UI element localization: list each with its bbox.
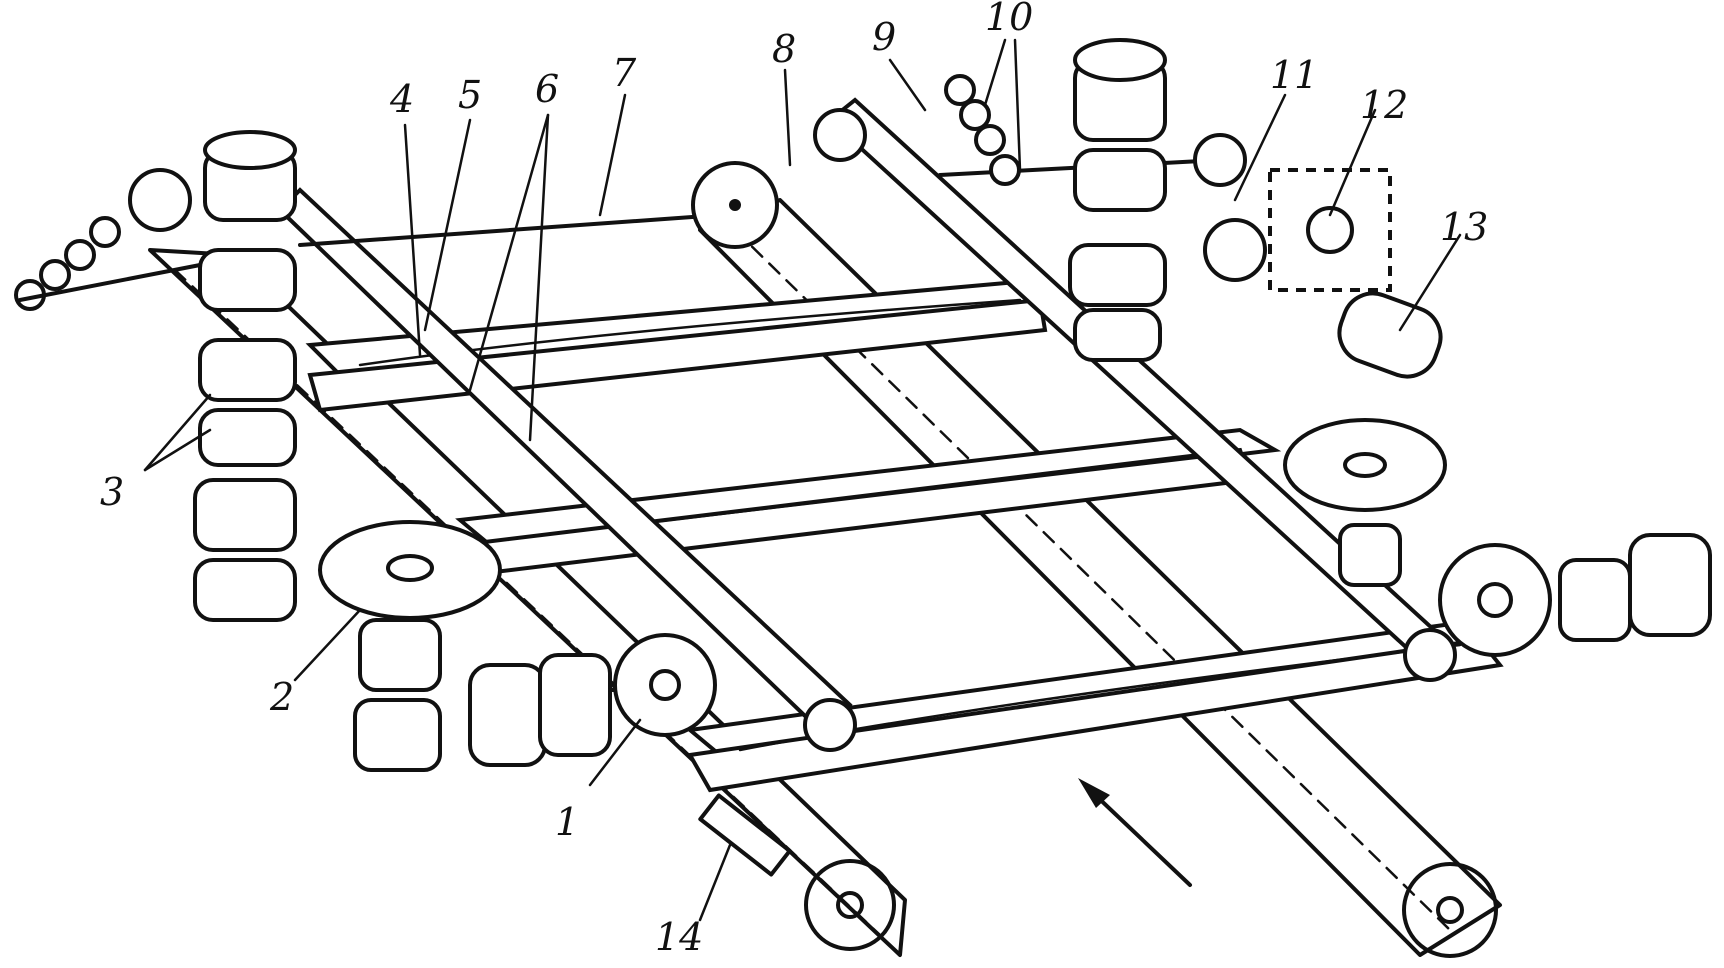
label-10: 10 [985, 0, 1033, 39]
label-6: 6 [535, 67, 559, 111]
callout-labels: 1 2 3 4 5 6 7 8 9 10 11 12 13 14 [100, 0, 1488, 959]
drive-bottom-left [468, 633, 717, 767]
label-3: 3 [100, 470, 124, 514]
drive-right [1438, 533, 1712, 657]
feed-direction-arrow [1078, 778, 1192, 887]
cutter-right [1283, 418, 1447, 587]
label-14: 14 [655, 915, 703, 959]
label-5: 5 [458, 73, 482, 117]
label-9: 9 [872, 15, 896, 59]
press-chain-right [813, 97, 1457, 682]
cutter-left [318, 520, 502, 772]
label-12: 12 [1360, 83, 1408, 127]
boards [305, 277, 1505, 793]
label-8: 8 [772, 27, 796, 71]
label-1: 1 [555, 800, 579, 844]
label-7: 7 [612, 51, 637, 95]
leader-lines [143, 38, 1462, 922]
label-13: 13 [1440, 205, 1488, 249]
chain-links [14, 74, 1021, 311]
gearbox [1193, 133, 1443, 379]
label-4: 4 [389, 77, 414, 121]
label-11: 11 [1270, 53, 1318, 97]
label-2: 2 [269, 675, 294, 719]
motor-stack-left [193, 130, 297, 622]
motor-stack-right [1068, 38, 1167, 362]
